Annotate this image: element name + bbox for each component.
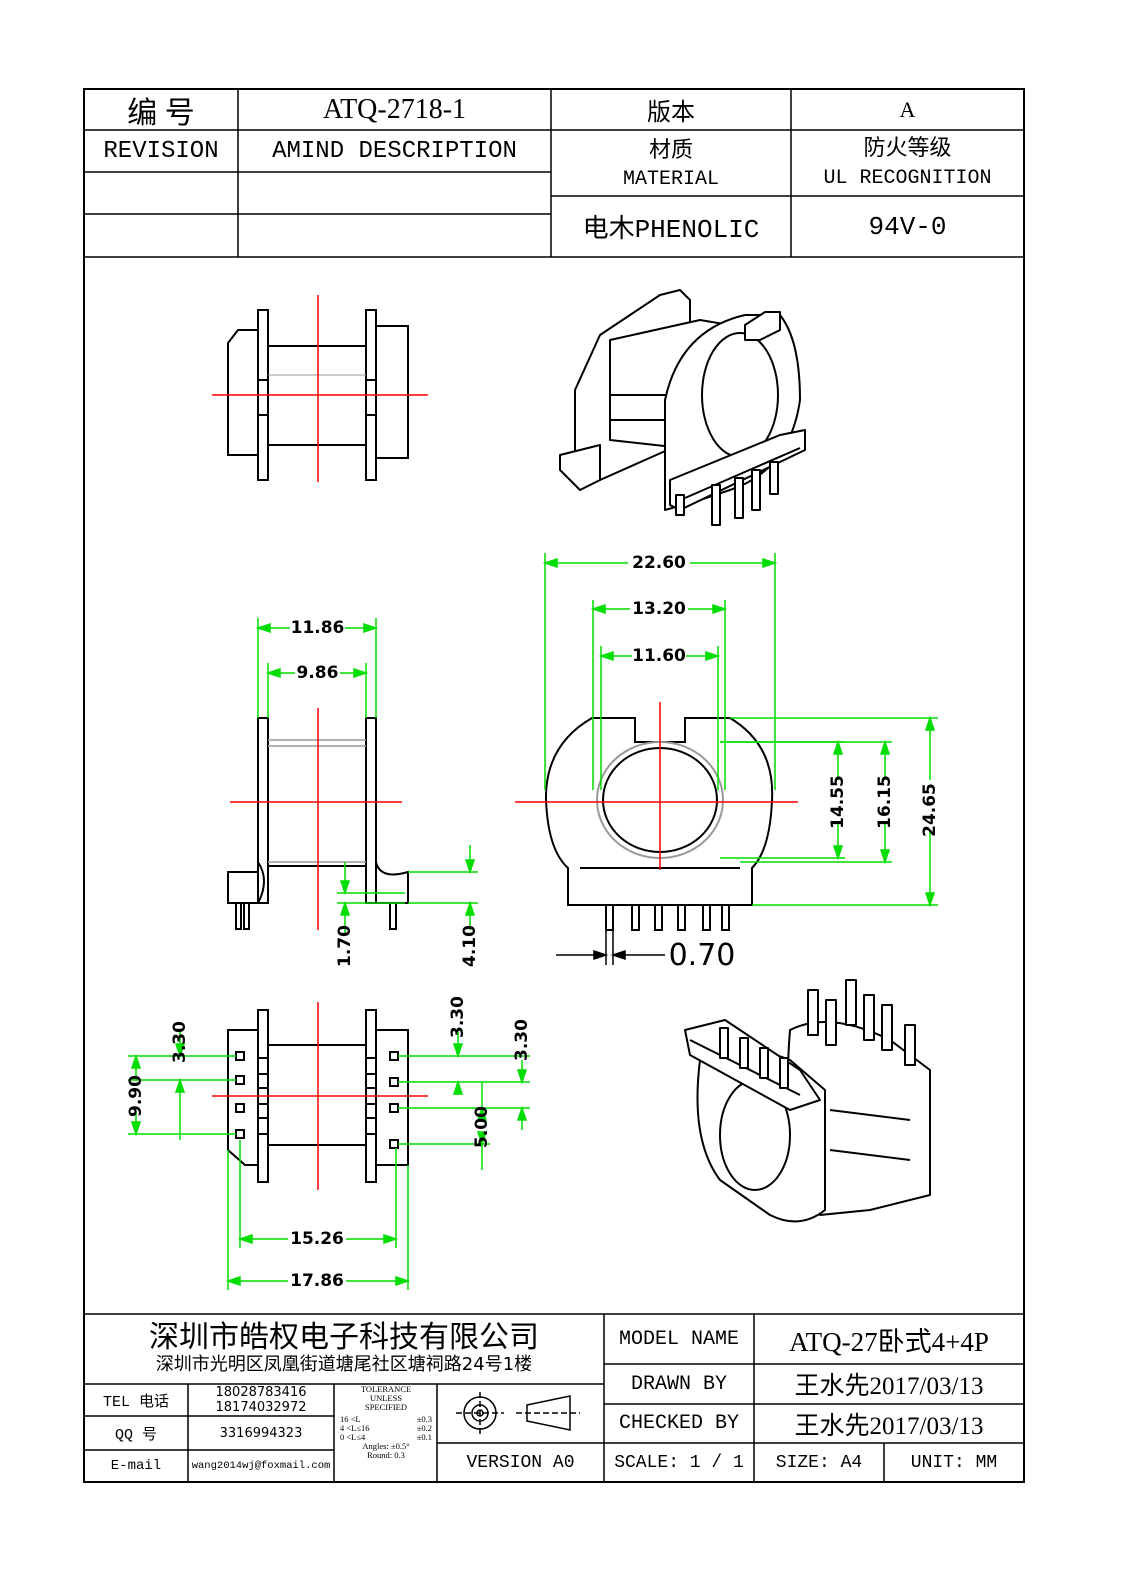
projection-symbol-icon [456, 1392, 580, 1434]
dim-pitch-right-b: 3.30 [512, 1019, 532, 1061]
tolerance-title-1: TOLERANCE [360, 1384, 412, 1394]
version-label: 版本 [647, 100, 695, 126]
dim-mid-width: 13.20 [632, 599, 686, 619]
scale-text: SCALE: 1 / 1 [614, 1452, 744, 1473]
qq-value: 3316994323 [219, 1425, 303, 1441]
number-value: ATQ-2718-1 [322, 93, 467, 125]
tolerance-r1-range: 16 <L [340, 1413, 361, 1424]
dim-outer-span: 17.86 [290, 1271, 344, 1291]
dim-side-inner: 9.86 [296, 663, 339, 683]
dim-height-2: 16.15 [875, 775, 895, 829]
drawn-label: DRAWN BY [630, 1372, 727, 1396]
isometric-view-bottom [684, 979, 931, 1223]
material-label-cn: 材质 [648, 137, 693, 162]
dim-row-gap: 5.00 [472, 1106, 492, 1148]
front-side-view [227, 717, 409, 930]
model-value: ATQ-27卧式4+4P [789, 1326, 989, 1357]
drawn-value: 王水先2017/03/13 [794, 1373, 984, 1400]
centerlines-view3 [230, 708, 402, 930]
dim-side-outer: 11.86 [290, 618, 345, 638]
qq-label: QQ 号 [114, 1426, 157, 1444]
checked-value: 王水先2017/03/13 [794, 1412, 984, 1440]
ul-label-cn: 防火等级 [863, 135, 952, 160]
pin-dimension [556, 930, 665, 965]
tolerance-r2-range: 4 <L≤16 [340, 1422, 370, 1433]
dim-pitch-right-a: 3.30 [448, 996, 468, 1038]
dim-outer-width: 22.60 [632, 553, 686, 573]
dim-pitch-left: 3.30 [170, 1021, 190, 1063]
tolerance-title-3: SPECIFIED [364, 1402, 408, 1413]
dim-span-left: 9.90 [126, 1075, 146, 1117]
tolerance-round: Round: 0.3 [367, 1450, 405, 1461]
dimension-lines [128, 553, 938, 1290]
centerlines-view1 [212, 295, 428, 482]
centerlines-view5 [212, 1002, 428, 1190]
isometric-view-top [559, 289, 806, 526]
size-text: SIZE: A4 [775, 1452, 863, 1473]
dim-pin-width: 0.70 [668, 937, 736, 973]
dim-inner-width: 11.60 [632, 646, 686, 666]
checked-label: CHECKED BY [618, 1412, 740, 1435]
sheet-border [83, 88, 1025, 1483]
ul-label-en: UL RECOGNITION [823, 166, 992, 190]
tel-value-2: 18174032972 [215, 1400, 307, 1415]
tolerance-block: TOLERANCE UNLESS SPECIFIED 16 <L ±0.3 4 <… [336, 1384, 436, 1481]
material-label-en: MATERIAL [622, 167, 719, 191]
version-text: VERSION A0 [466, 1452, 575, 1473]
email-value[interactable]: wang2014wj@foxmail.com [191, 1460, 331, 1472]
tel-label: TEL 电话 [102, 1393, 169, 1411]
dim-height-1: 14.55 [828, 775, 848, 829]
tel-value-1: 18028783416 [215, 1385, 307, 1400]
tolerance-title-2: UNLESS [369, 1393, 403, 1404]
header-grid [84, 89, 1024, 258]
dim-base-height: 4.10 [460, 925, 480, 967]
version-value: A [899, 96, 916, 122]
tolerance-r3-tol: ±0.1 [416, 1432, 432, 1443]
centerlines-view4 [515, 702, 798, 870]
model-label: MODEL NAME [618, 1327, 740, 1351]
unit-text: UNIT: MM [910, 1452, 998, 1473]
number-label: 编 号 [127, 96, 195, 130]
dim-pin-length: 1.70 [335, 925, 355, 967]
amind-label: AMIND DESCRIPTION [272, 137, 517, 165]
tolerance-angles: Angles: ±0.5° [362, 1441, 410, 1452]
tolerance-r1-tol: ±0.3 [416, 1413, 432, 1424]
company-name: 深圳市皓权电子科技有限公司 [149, 1321, 539, 1354]
tolerance-r2-tol: ±0.2 [416, 1422, 432, 1433]
top-view [544, 717, 774, 931]
footer-grid [84, 1313, 1024, 1482]
ul-value: 94V-0 [868, 211, 947, 242]
dim-height-3: 24.65 [920, 783, 940, 837]
revision-label: REVISION [103, 137, 219, 165]
email-label: E-mail [110, 1458, 162, 1474]
tolerance-r3-range: 0 <L≤4 [340, 1432, 366, 1443]
material-value: 电木PHENOLIC [582, 215, 760, 245]
company-address: 深圳市光明区凤凰街道塘尾社区塘祠路24号1楼 [155, 1354, 533, 1375]
dim-inner-span: 15.26 [290, 1229, 344, 1249]
